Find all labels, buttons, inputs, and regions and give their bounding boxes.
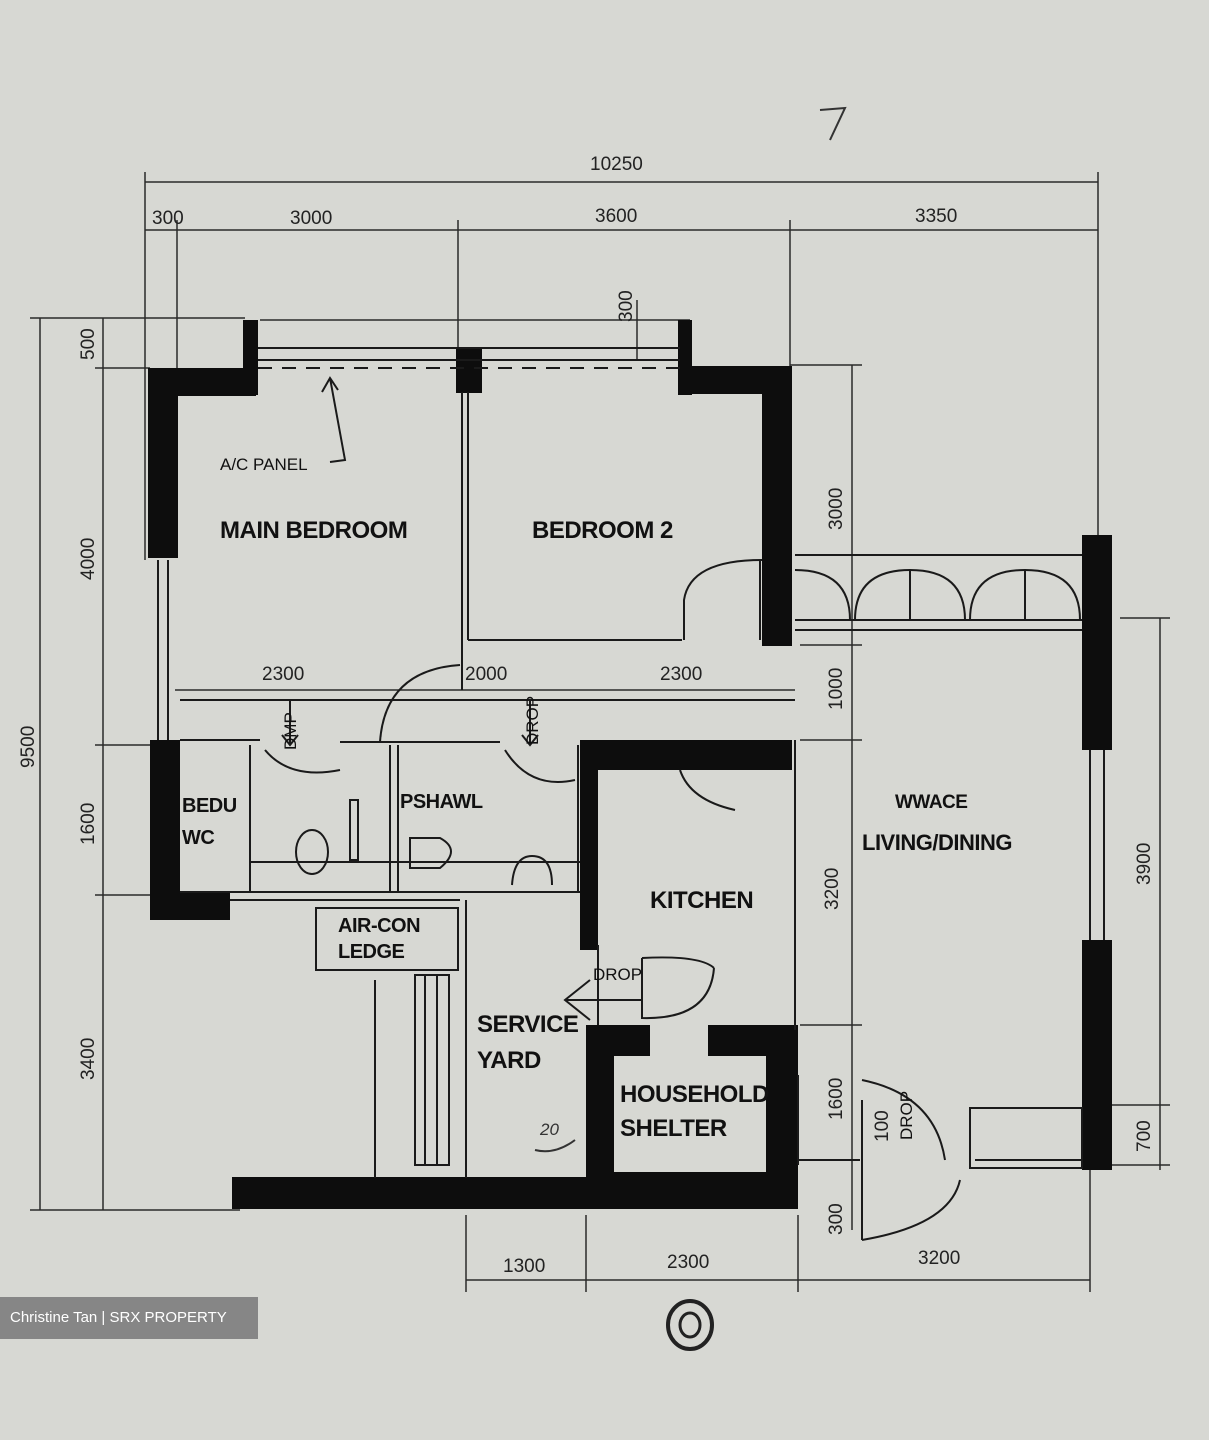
room-bath-line2: WC (182, 827, 214, 849)
dim-corridor-2300-right: 2300 (660, 664, 702, 685)
room-kitchen: KITCHEN (650, 887, 753, 914)
dim-top-300: 300 (152, 208, 184, 229)
annotations: A/C PANEL DMP DROP DROP DROP 20 (220, 455, 916, 1140)
dim-right-3000: 3000 (826, 488, 847, 530)
dim-overall-width: 10250 (590, 154, 643, 175)
dimension-labels: 10250 300 3000 3600 3350 300 500 4000 16… (18, 154, 1155, 1277)
room-aircon-line2: LEDGE (338, 941, 405, 963)
room-aircon-line1: AIR-CON (338, 915, 420, 937)
room-common-bath: PSHAWL (400, 791, 483, 813)
room-service-line1: SERVICE (477, 1011, 579, 1038)
dim-corridor-2300-left: 2300 (262, 664, 304, 685)
dimension-lines (30, 172, 1170, 1292)
room-shelter-line2: SHELTER (620, 1115, 727, 1142)
ac-panel-label: A/C PANEL (220, 455, 308, 474)
dim-living-3900: 3900 (1134, 843, 1155, 885)
dim-right-1000: 1000 (826, 668, 847, 710)
dim-top-3600: 3600 (595, 206, 637, 227)
dim-entry-100: 100 (872, 1110, 893, 1142)
walls (148, 320, 1112, 1209)
room-bedroom-2: BEDROOM 2 (532, 517, 673, 544)
drop-corridor-label: DROP (523, 696, 542, 745)
dim-bottom-1300: 1300 (503, 1256, 545, 1277)
watermark: Christine Tan | SRX PROPERTY (0, 1297, 258, 1339)
room-living-line1: WWACE (895, 792, 967, 813)
dim-left-4000: 4000 (78, 538, 99, 580)
partitions (157, 347, 1105, 1178)
handwritten-20: 20 (539, 1120, 559, 1139)
dim-overall-height: 9500 (18, 726, 39, 768)
dim-window-300: 300 (616, 290, 637, 322)
room-labels: MAIN BEDROOM BEDROOM 2 BEDU WC PSHAWL KI… (182, 517, 1012, 1142)
door-swings (264, 106, 961, 1351)
room-service-line2: YARD (477, 1047, 541, 1074)
dim-bottom-2300: 2300 (667, 1252, 709, 1273)
dim-top-3000: 3000 (290, 208, 332, 229)
dim-right-1600: 1600 (826, 1078, 847, 1120)
room-shelter-line1: HOUSEHOLD (620, 1081, 769, 1108)
dim-top-3350: 3350 (915, 206, 957, 227)
dim-right-700: 700 (1134, 1120, 1155, 1152)
dmp-label: DMP (281, 712, 300, 750)
dim-bottom-3200: 3200 (918, 1248, 960, 1269)
room-main-bedroom: MAIN BEDROOM (220, 517, 407, 544)
room-bath-line1: BEDU (182, 795, 237, 817)
dim-left-3400: 3400 (78, 1038, 99, 1080)
dim-right-300: 300 (826, 1203, 847, 1235)
dim-left-1600: 1600 (78, 803, 99, 845)
room-living-line2: LIVING/DINING (862, 830, 1012, 855)
drop-entry-label: DROP (897, 1091, 916, 1140)
dim-corridor-2000: 2000 (465, 664, 507, 685)
dim-kitchen-3200: 3200 (822, 868, 843, 910)
dim-left-500: 500 (78, 328, 99, 360)
drop-kitchen-label: DROP (593, 965, 642, 984)
